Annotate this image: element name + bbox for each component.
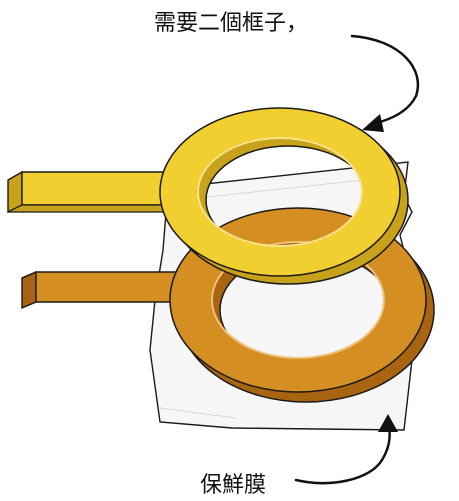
upper-frame — [7, 107, 409, 285]
top-label: 需要二個框子， — [154, 11, 308, 36]
curved-arrow-down-icon — [350, 34, 420, 132]
curved-arrow-up-icon — [294, 414, 398, 485]
bottom-label: 保鮮膜 — [200, 473, 266, 498]
